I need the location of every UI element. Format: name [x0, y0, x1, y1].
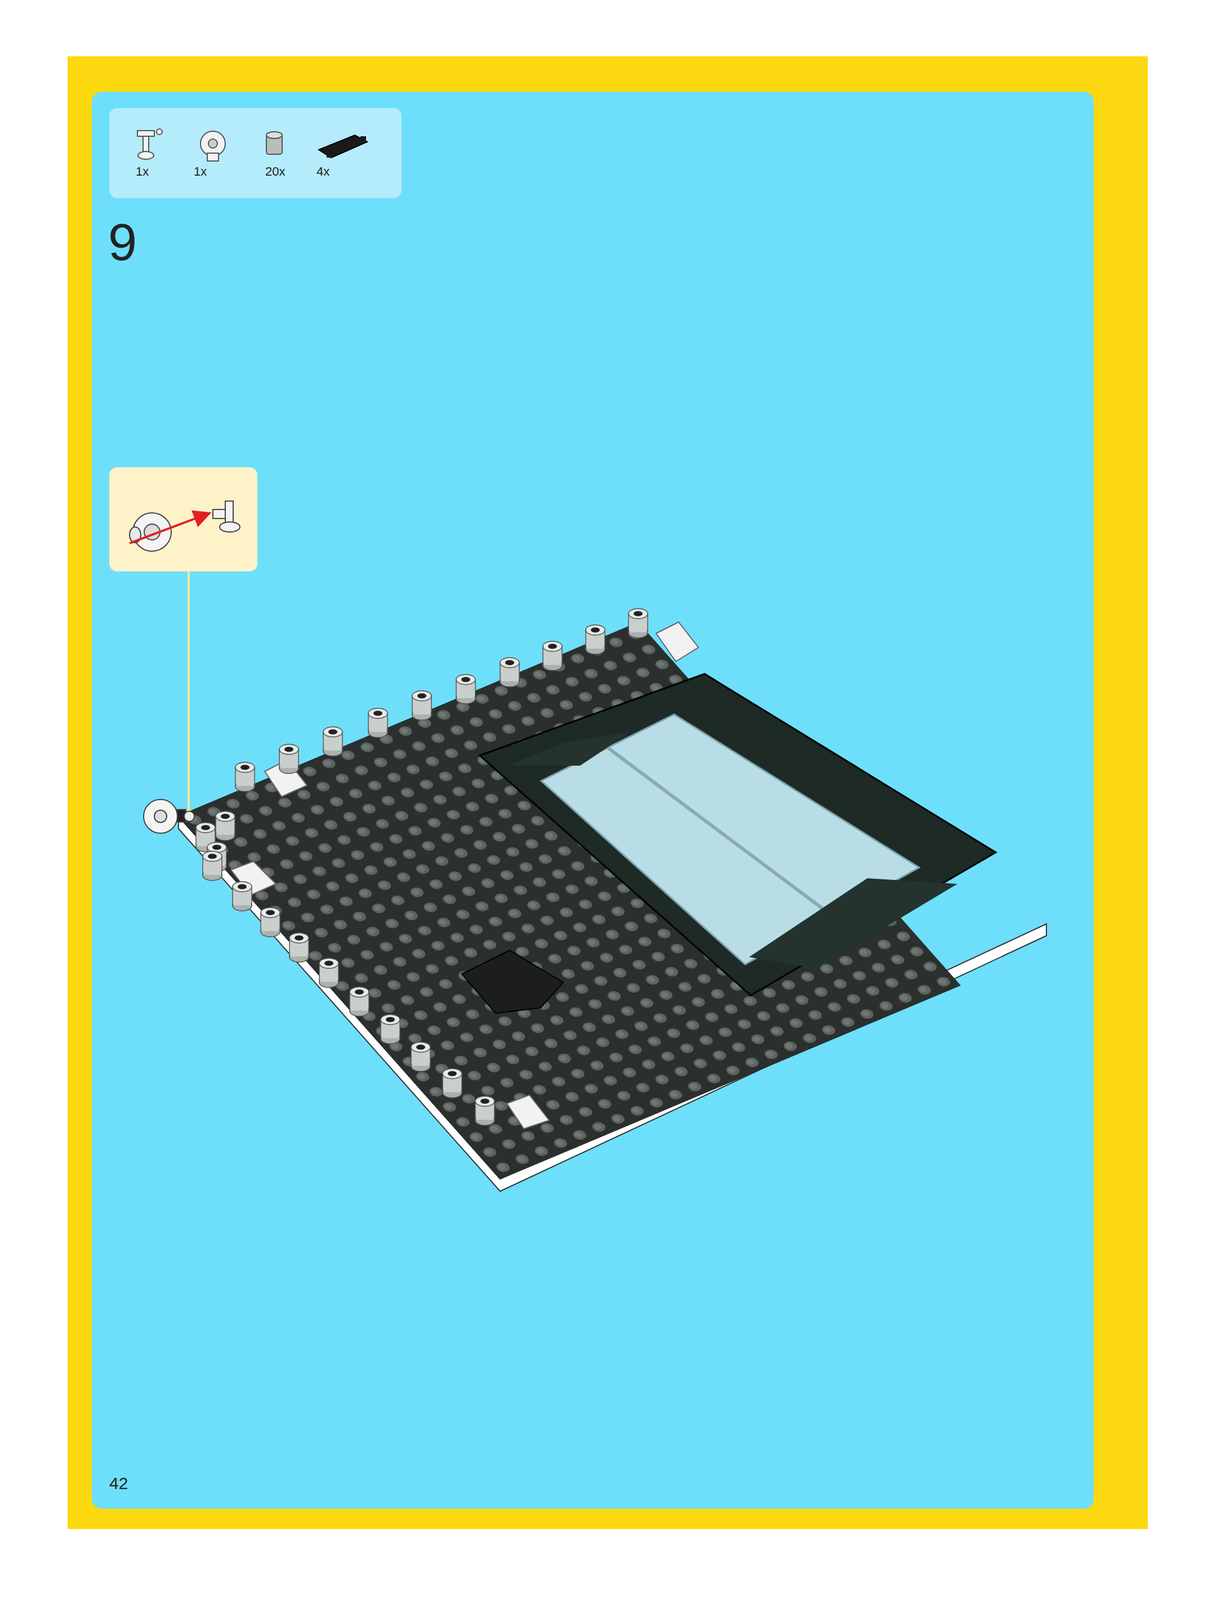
part-count: 1x	[135, 165, 149, 178]
step-number: 9	[108, 216, 137, 269]
page-number: 42	[109, 1475, 128, 1493]
part-count: 20x	[265, 165, 285, 178]
part-count: 4x	[316, 165, 330, 178]
part-count: 1x	[193, 165, 207, 178]
